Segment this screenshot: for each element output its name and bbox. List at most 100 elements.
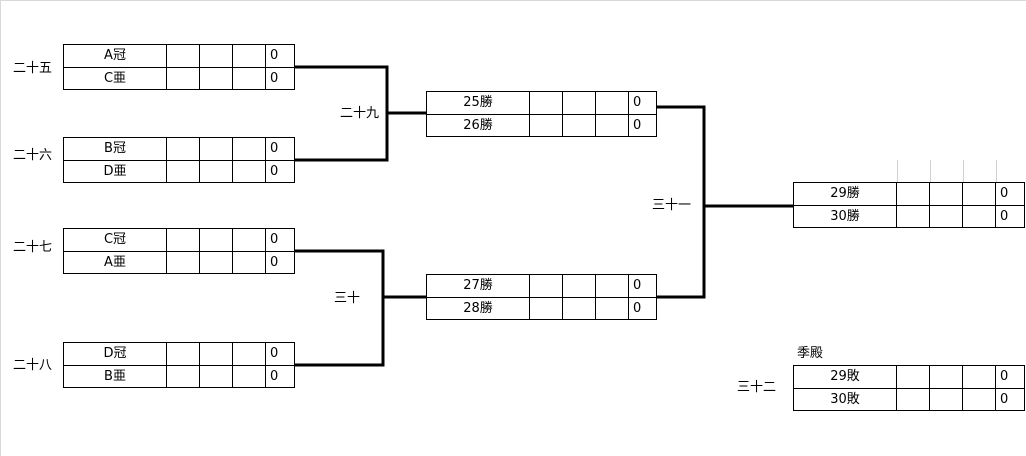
- score-cell: [530, 275, 563, 297]
- match-label-27: 二十七: [13, 240, 53, 255]
- score-cell: [167, 229, 200, 251]
- match-row: 28勝 0: [427, 297, 656, 320]
- team-name: A冠: [64, 45, 167, 67]
- sheet-left-border: [0, 0, 1, 456]
- score-cell: [897, 366, 930, 388]
- team-name: B亜: [64, 366, 167, 388]
- score-cell: [167, 343, 200, 365]
- total-score: 0: [270, 141, 279, 156]
- connector-27-28: [295, 249, 385, 367]
- match-26: B冠 0 D亜 0: [63, 137, 295, 183]
- match-label-29: 二十九: [340, 106, 380, 121]
- total-score: 0: [1000, 186, 1009, 201]
- match-27: C冠 0 A亜 0: [63, 228, 295, 274]
- gridline: [963, 160, 964, 182]
- score-cell: [200, 343, 233, 365]
- score-cell: [200, 68, 233, 90]
- score-cell: [596, 115, 629, 137]
- total-score: 0: [270, 369, 279, 384]
- match-30: 27勝 0 28勝 0: [426, 274, 657, 320]
- total-score: 0: [1000, 392, 1009, 407]
- match-label-28: 二十八: [13, 358, 53, 373]
- match-label-31: 三十一: [652, 198, 692, 213]
- team-name: 29勝: [794, 183, 897, 205]
- score-cell: [233, 138, 266, 160]
- total-score: 0: [1000, 209, 1009, 224]
- total-score: 0: [270, 71, 279, 86]
- score-cell: [530, 92, 563, 114]
- score-cell: [563, 275, 596, 297]
- team-name: 26勝: [427, 115, 530, 137]
- match-row: 30勝 0: [794, 205, 1024, 228]
- total-score: 0: [270, 48, 279, 63]
- match-row: 30敗 0: [794, 388, 1024, 411]
- match-31: 29勝 0 30勝 0: [793, 182, 1025, 228]
- gridline: [897, 160, 898, 182]
- total-score: 0: [1000, 369, 1009, 384]
- score-cell: [530, 298, 563, 320]
- score-cell: [563, 92, 596, 114]
- connector-29-30: [656, 105, 706, 299]
- team-name: C冠: [64, 229, 167, 251]
- match-29: 25勝 0 26勝 0: [426, 91, 657, 137]
- score-cell: [930, 389, 963, 411]
- score-cell: [233, 229, 266, 251]
- score-cell: [233, 252, 266, 274]
- gridline: [930, 160, 931, 182]
- match-label-32: 三十二: [737, 380, 777, 395]
- score-cell: [963, 389, 996, 411]
- team-name: 29敗: [794, 366, 897, 388]
- total-score: 0: [270, 232, 279, 247]
- match-row: B冠 0: [64, 138, 294, 160]
- score-cell: [563, 298, 596, 320]
- match-label-26: 二十六: [13, 148, 53, 163]
- score-cell: [596, 275, 629, 297]
- score-cell: [930, 183, 963, 205]
- match-row: 25勝 0: [427, 92, 656, 114]
- total-score: 0: [270, 164, 279, 179]
- score-cell: [963, 366, 996, 388]
- match-label-25: 二十五: [13, 61, 53, 76]
- score-cell: [167, 161, 200, 183]
- match-row: 29勝 0: [794, 183, 1024, 205]
- score-cell: [200, 45, 233, 67]
- score-cell: [167, 366, 200, 388]
- total-score: 0: [633, 118, 642, 133]
- score-cell: [563, 115, 596, 137]
- score-cell: [167, 68, 200, 90]
- score-cell: [233, 343, 266, 365]
- score-cell: [200, 138, 233, 160]
- score-cell: [930, 206, 963, 228]
- score-cell: [233, 68, 266, 90]
- score-cell: [167, 138, 200, 160]
- team-name: 27勝: [427, 275, 530, 297]
- score-cell: [200, 229, 233, 251]
- team-name: A亜: [64, 252, 167, 274]
- total-score: 0: [633, 301, 642, 316]
- team-name: 30勝: [794, 206, 897, 228]
- score-cell: [233, 45, 266, 67]
- match-row: C冠 0: [64, 229, 294, 251]
- score-cell: [930, 366, 963, 388]
- sheet-top-border: [0, 0, 1026, 1]
- team-name: 30敗: [794, 389, 897, 411]
- match-row: 29敗 0: [794, 366, 1024, 388]
- third-place-title: 季殿: [797, 346, 824, 361]
- score-cell: [233, 161, 266, 183]
- score-cell: [596, 92, 629, 114]
- team-name: 25勝: [427, 92, 530, 114]
- score-cell: [897, 206, 930, 228]
- match-row: D冠 0: [64, 343, 294, 365]
- score-cell: [897, 389, 930, 411]
- score-cell: [167, 45, 200, 67]
- gridline: [996, 160, 997, 182]
- total-score: 0: [270, 255, 279, 270]
- score-cell: [200, 161, 233, 183]
- match-row: A亜 0: [64, 251, 294, 274]
- match-label-30: 三十: [334, 291, 361, 306]
- match-row: B亜 0: [64, 365, 294, 388]
- match-row: 27勝 0: [427, 275, 656, 297]
- score-cell: [530, 115, 563, 137]
